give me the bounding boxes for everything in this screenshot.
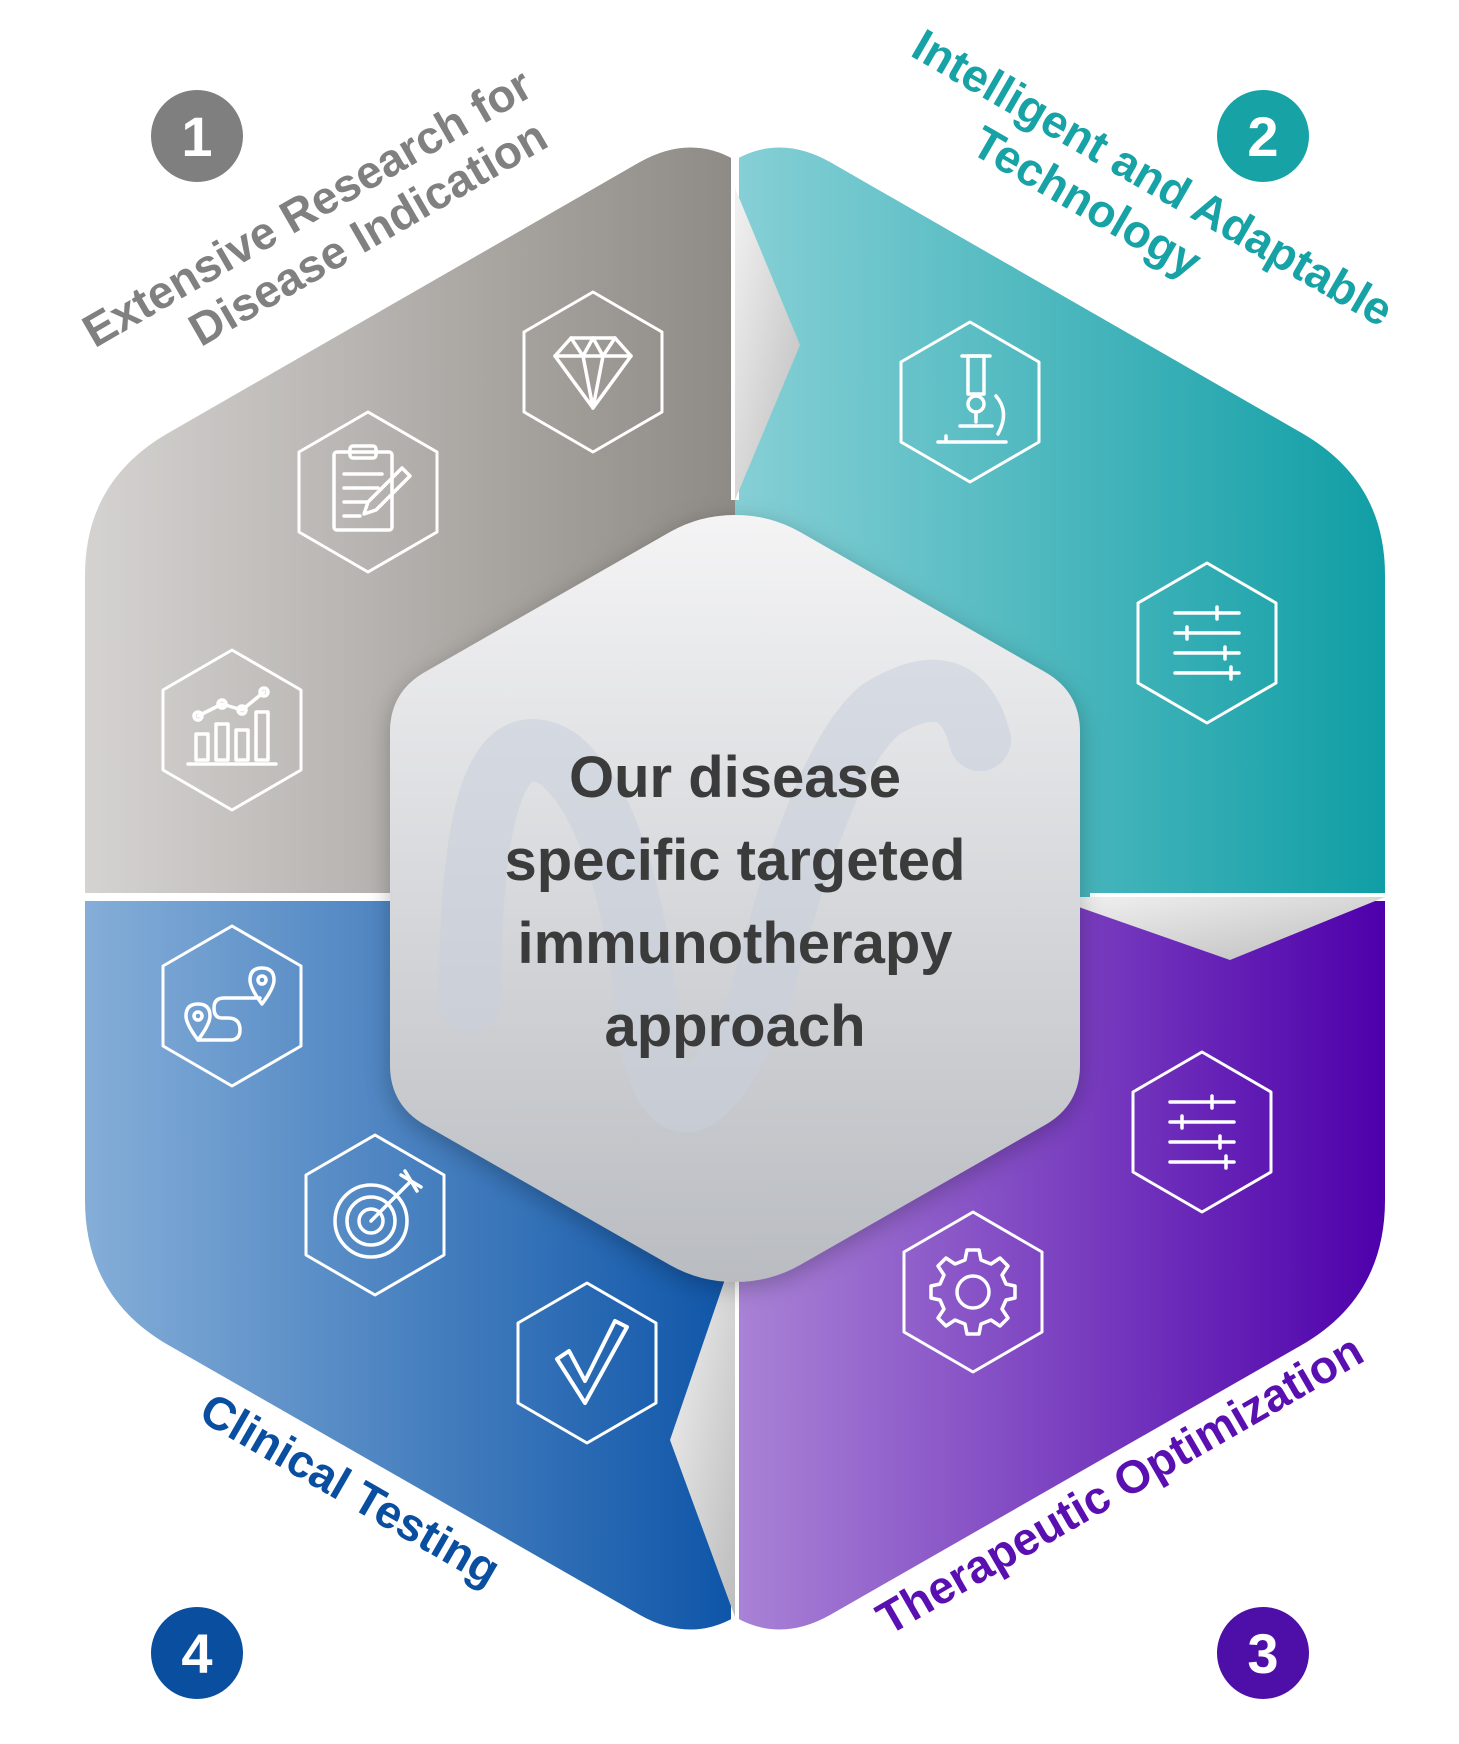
step-badge-1: 1 <box>151 90 243 182</box>
gear-icon <box>929 1248 1017 1336</box>
arrow-notch-right <box>1050 897 1385 960</box>
step-number-4: 4 <box>181 1622 212 1685</box>
arrow-notch-top <box>735 188 800 500</box>
microscope-icon <box>936 354 1008 444</box>
center-watermark-wave <box>439 659 1011 1133</box>
center-line-4: approach <box>604 994 865 1059</box>
icon-frame-diamond <box>522 290 664 454</box>
step-badge-2: 2 <box>1217 90 1309 182</box>
arrow-notch-bottom <box>670 1250 735 1617</box>
clipboard-pencil-icon <box>332 444 412 532</box>
checkmark-icon <box>555 1319 629 1405</box>
icon-frame-chart <box>161 648 303 812</box>
icon-frame-check <box>516 1281 658 1445</box>
step-number-3: 3 <box>1247 1622 1278 1685</box>
target-arrow-icon <box>333 1169 423 1259</box>
step-number-1: 1 <box>181 105 212 168</box>
step-badge-3: 3 <box>1217 1607 1309 1699</box>
icon-frame-sliders-teal <box>1136 561 1278 725</box>
icon-frame-gear <box>902 1210 1044 1374</box>
icon-frame-clipboard <box>297 410 439 574</box>
icon-frame-sliders-purple <box>1131 1050 1273 1214</box>
route-pins-icon <box>184 966 276 1042</box>
icon-frame-route <box>161 924 303 1088</box>
separator-left <box>80 893 400 901</box>
step-badge-4: 4 <box>151 1607 243 1699</box>
diamond-icon <box>553 336 633 410</box>
center-line-2: specific targeted <box>505 828 966 893</box>
center-line-1: Our disease <box>569 745 901 810</box>
sliders-icon-purple <box>1168 1094 1236 1170</box>
sliders-icon <box>1173 605 1241 681</box>
step-number-2: 2 <box>1247 105 1278 168</box>
center-line-3: immunotherapy <box>517 911 952 976</box>
icon-frame-microscope <box>899 320 1041 484</box>
line-bar-chart-icon <box>186 686 278 766</box>
icon-frame-target <box>304 1133 446 1297</box>
